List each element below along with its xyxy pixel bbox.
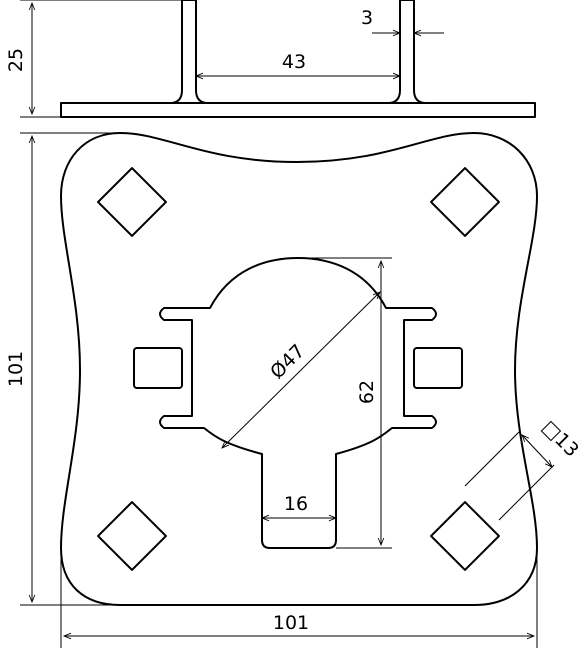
right-tab xyxy=(413,347,463,389)
dim-label-lug-spacing: 43 xyxy=(282,51,306,73)
dim-label-plate-height: 101 xyxy=(5,351,27,387)
dim-sheet-thickness: 3 xyxy=(361,7,444,37)
dim-label-opening-height: 62 xyxy=(356,380,378,404)
side-view-base-plate xyxy=(60,102,536,118)
side-view-left-lug xyxy=(169,0,209,104)
dim-plate-width: 101 xyxy=(60,548,538,648)
square-hole-bottom-left xyxy=(97,501,167,571)
dim-lug-spacing: 43 xyxy=(194,51,402,80)
dim-label-plate-width: 101 xyxy=(273,612,309,634)
dim-label-square-hole: □13 xyxy=(538,416,583,461)
side-view-right-lug xyxy=(387,0,427,104)
dim-label-sheet-thickness: 3 xyxy=(361,7,373,29)
side-view xyxy=(60,0,536,118)
plan-view xyxy=(60,132,538,606)
square-hole-top-left xyxy=(97,167,167,237)
dim-label-flange-height: 25 xyxy=(5,48,27,72)
dim-label-slot-width: 16 xyxy=(284,493,308,515)
dim-plate-height: 101 xyxy=(5,132,120,606)
dim-slot-width: 16 xyxy=(260,493,338,522)
square-hole-bottom-right xyxy=(430,501,500,571)
left-tab xyxy=(133,347,183,389)
dim-flange-height: 25 xyxy=(5,0,182,118)
square-hole-top-right xyxy=(430,167,500,237)
dim-opening-height: 62 xyxy=(298,257,392,549)
